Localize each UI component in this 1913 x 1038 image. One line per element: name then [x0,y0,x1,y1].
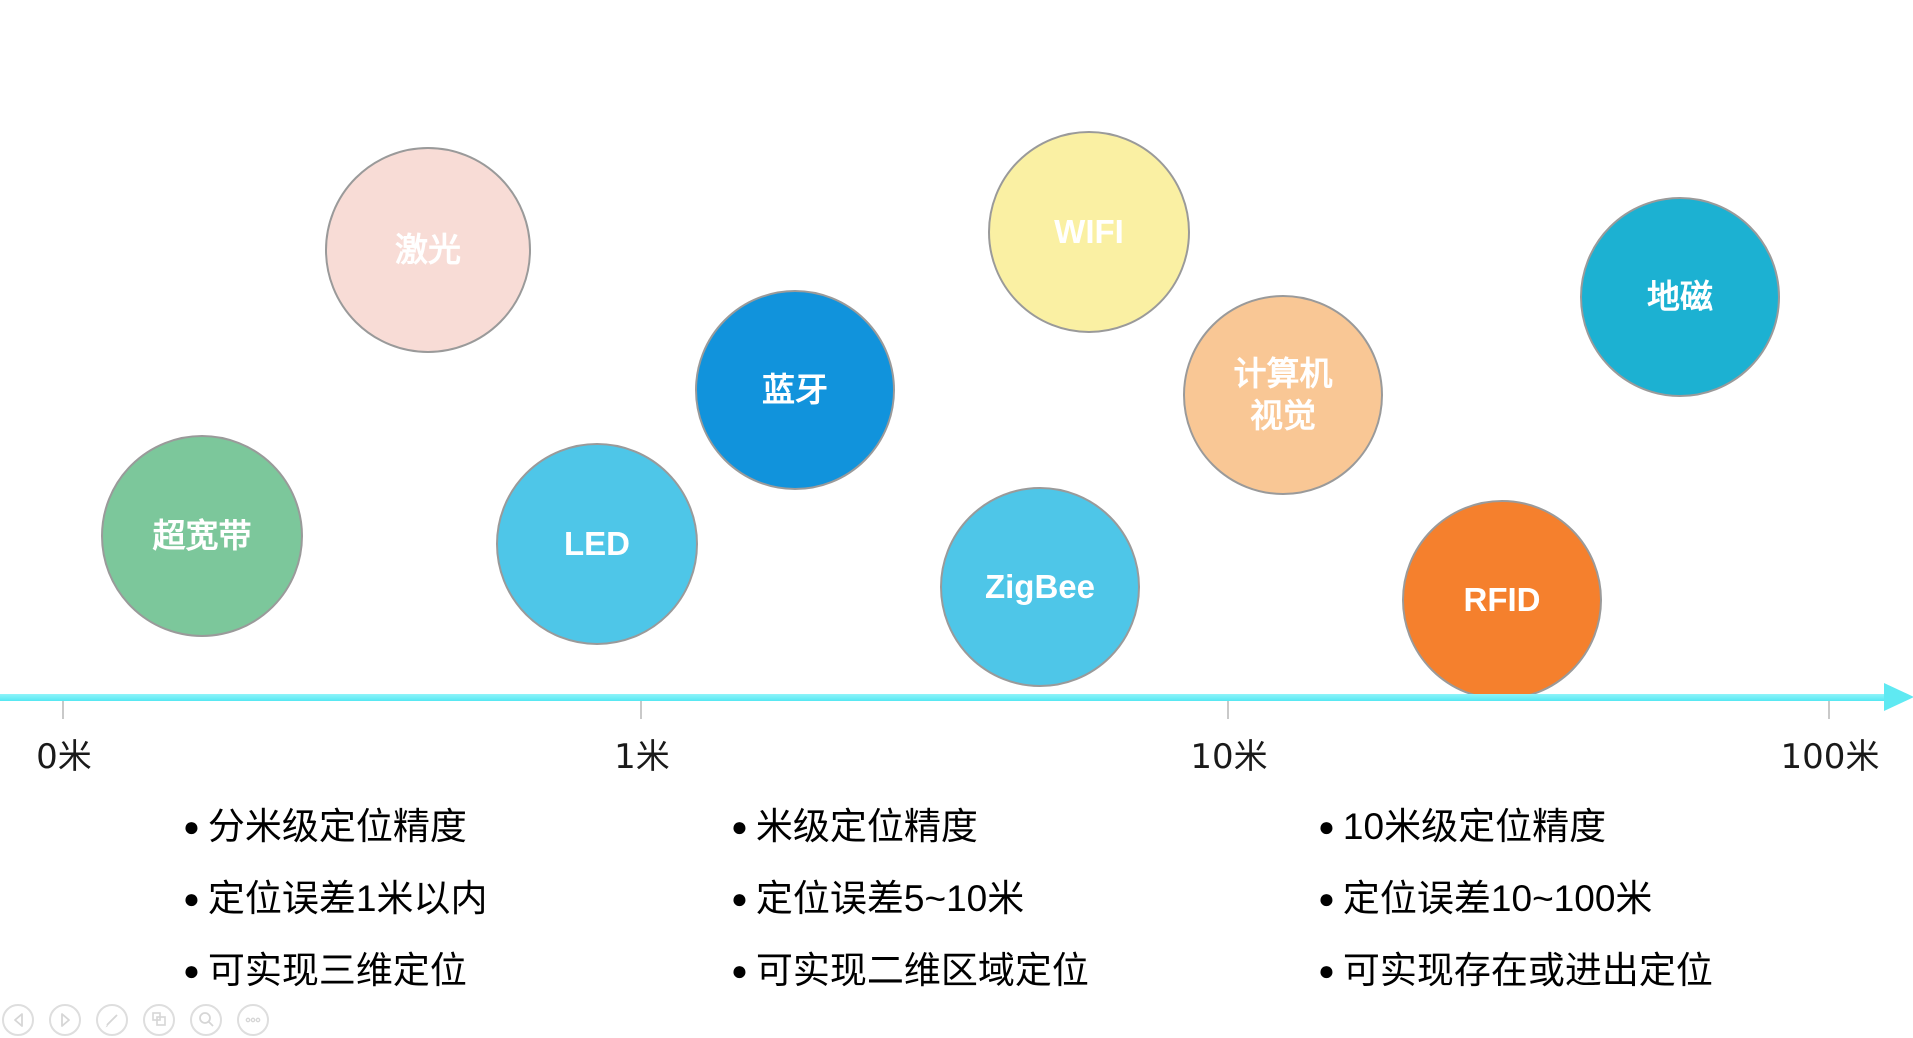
axis-tick [640,701,642,719]
legend-column-2: ●米级定位精度●定位误差5~10米●可实现二维区域定位 [731,806,1089,1022]
slides-icon[interactable] [143,1004,175,1036]
legend-item-text: 可实现三维定位 [207,950,467,991]
legend-column-1: ●分米级定位精度●定位误差1米以内●可实现三维定位 [183,806,488,1022]
legend-item: ●定位误差10~100米 [1318,878,1713,920]
bubble-label: WIFI [1054,213,1124,250]
legend-item: ●10米级定位精度 [1318,806,1713,848]
bullet-icon: ● [1318,883,1335,914]
bullet-icon: ● [1318,811,1335,842]
bubble-bluetooth: 蓝牙 [695,290,895,490]
legend-item: ●定位误差1米以内 [183,878,488,920]
bubble-label: ZigBee [984,568,1096,605]
axis-tick [62,701,64,719]
bubble-led: LED [496,443,698,645]
legend-item: ●米级定位精度 [731,806,1089,848]
bullet-icon: ● [183,883,200,914]
bullet-icon: ● [1318,955,1335,986]
bubble-geomagnetic: 地磁 [1580,197,1780,397]
legend-item: ●可实现存在或进出定位 [1318,950,1713,992]
bubble-label: 蓝牙 [762,371,828,408]
bubble-label: 激光 [395,231,461,268]
pen-icon[interactable] [96,1004,128,1036]
axis-tick-label: 100米 [1780,737,1880,777]
axis-tick [1227,701,1229,719]
presentation-toolbar [2,1004,269,1036]
bubble-laser: 激光 [325,147,531,353]
bubble-label: 超宽带 [152,517,252,554]
zoom-icon[interactable] [190,1004,222,1036]
distance-axis-line [0,694,1884,701]
bullet-icon: ● [183,811,200,842]
legend-item-text: 可实现存在或进出定位 [1342,950,1713,991]
axis-tick-label: 1米 [614,737,670,777]
bubble-label: 地磁 [1647,278,1713,315]
bubble-zigbee: ZigBee [940,487,1140,687]
bubble-label: LED [564,525,630,562]
bubble-rfid: RFID [1402,500,1602,700]
legend-item-text: 定位误差5~10米 [755,878,1025,919]
previous-slide-icon[interactable] [2,1004,34,1036]
axis-arrowhead-icon [1884,683,1913,711]
bubble-wifi: WIFI [988,131,1190,333]
axis-tick-label: 10米 [1190,737,1268,777]
bullet-icon: ● [183,955,200,986]
bubble-label: 计算机 视觉 [1233,355,1333,434]
legend-item: ●分米级定位精度 [183,806,488,848]
bullet-icon: ● [731,955,748,986]
legend-item-text: 10米级定位精度 [1342,806,1607,847]
legend-item-text: 米级定位精度 [755,806,978,847]
more-icon[interactable] [237,1004,269,1036]
axis-tick [1828,701,1830,719]
legend-item-text: 定位误差10~100米 [1342,878,1653,919]
legend-item-text: 分米级定位精度 [207,806,467,847]
next-slide-icon[interactable] [49,1004,81,1036]
legend-item: ●可实现二维区域定位 [731,950,1089,992]
axis-tick-label: 0米 [36,737,92,777]
bullet-icon: ● [731,811,748,842]
bubble-label: RFID [1463,581,1541,618]
legend-item-text: 可实现二维区域定位 [755,950,1089,991]
legend-item: ●可实现三维定位 [183,950,488,992]
legend-column-3: ●10米级定位精度●定位误差10~100米●可实现存在或进出定位 [1318,806,1713,1022]
legend-item: ●定位误差5~10米 [731,878,1089,920]
bubble-uwb: 超宽带 [101,435,303,637]
legend-item-text: 定位误差1米以内 [207,878,488,919]
bullet-icon: ● [731,883,748,914]
bubble-computer-vision: 计算机 视觉 [1183,295,1383,495]
